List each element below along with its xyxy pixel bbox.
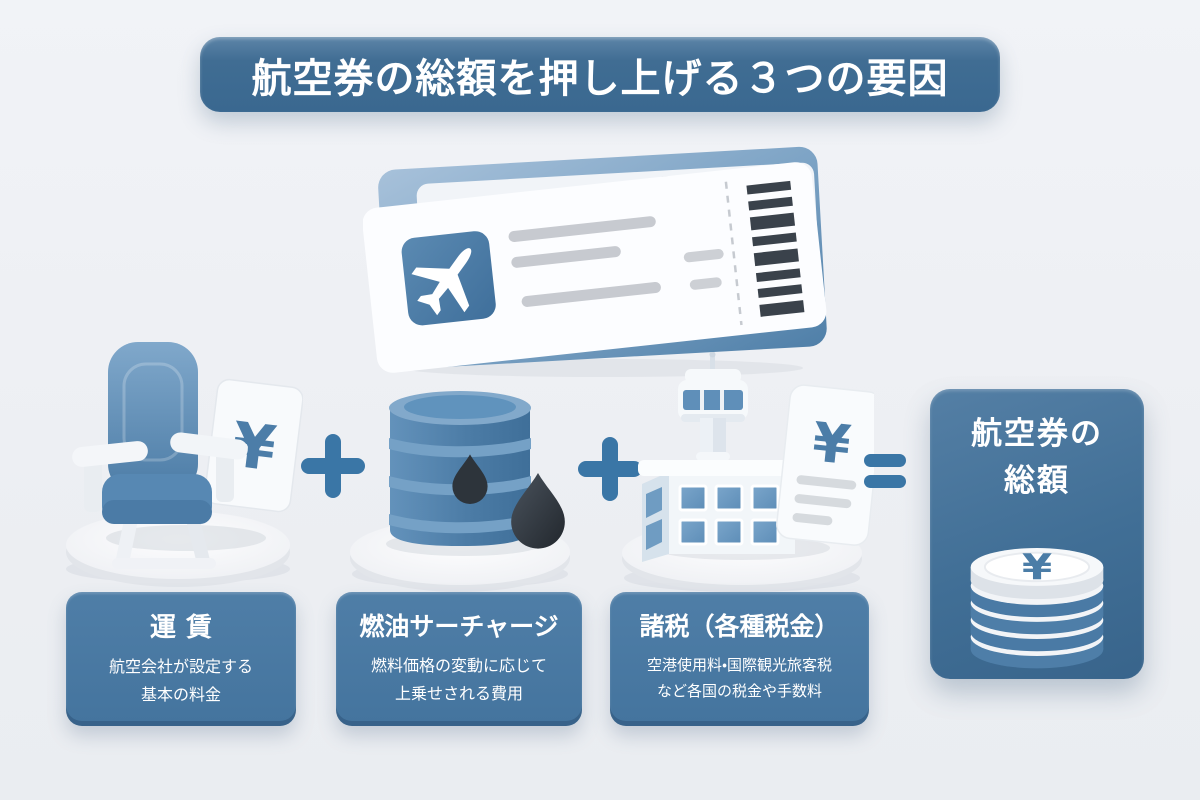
factor-title: 燃油サーチャージ [359,612,559,641]
airline-ticket-illustration [363,146,827,377]
receipt-line [792,513,833,526]
factor-title: 運賃 [149,613,222,643]
window [750,518,780,546]
window [750,484,780,512]
ticket-text-line [511,246,621,268]
ticket-text-line [508,216,656,242]
control-tower-icon [638,352,800,562]
factor-title: 諸税（各種税金） [639,612,840,641]
airplane-icon [411,248,472,316]
total-panel: 航空券の総額 ¥ [930,389,1144,679]
ticket-text-line-short [689,277,722,290]
barcode [746,180,805,317]
plus-icon [578,437,642,501]
factor-card-taxes: 諸税（各種税金） 空港使用料・国際観光旅客税など各国の税金や手数料 [610,592,869,726]
ticket-group [363,146,827,373]
receipt-line [796,475,857,490]
window [678,484,708,512]
factor-card-fare: 運賃 航空会社が設定する基本の料金 [66,592,296,726]
factor-card-fuel-surcharge: 燃油サーチャージ 燃料価格の変動に応じて上乗せされる費用 [336,592,582,726]
seat-scene-illustration: ¥ [66,342,303,587]
title-banner: 航空券の総額を押し上げる３つの要因 [200,37,1000,112]
receipt-line [794,494,852,509]
ticket-text-line [521,282,661,307]
window [678,518,708,546]
ticket-perforation [724,181,743,326]
oil-drop-icon [511,472,565,549]
coin-top: ¥ [970,547,1104,600]
equals-icon [864,454,906,488]
factor-description: 航空会社が設定する基本の料金 [108,657,253,704]
page-title: 航空券の総額を押し上げる３つの要因 [251,55,949,102]
factor-description: 燃料価格の変動に応じて上乗せされる費用 [370,656,547,703]
airplane-seat-icon [72,342,248,569]
tax-receipt-icon: ¥ [776,384,874,546]
plus-icon [301,434,365,498]
ticket-text-line-short [683,248,724,263]
ticket-front [363,162,827,373]
yen-symbol: ¥ [1022,547,1053,588]
yen-symbol: ¥ [809,410,853,477]
window [714,484,744,512]
barrel-scene-illustration [350,391,570,592]
window [714,518,744,546]
yen-coin-stack-icon: ¥ [970,547,1104,669]
oil-barrel-icon [389,391,531,546]
window [646,519,662,550]
window [646,487,662,518]
factor-description: 空港使用料・国際観光旅客税など各国の税金や手数料 [646,656,833,701]
tower-scene-illustration: ¥ [622,352,874,592]
oil-drop-icon [452,454,488,504]
total-label: 航空券の総額 [971,416,1103,499]
